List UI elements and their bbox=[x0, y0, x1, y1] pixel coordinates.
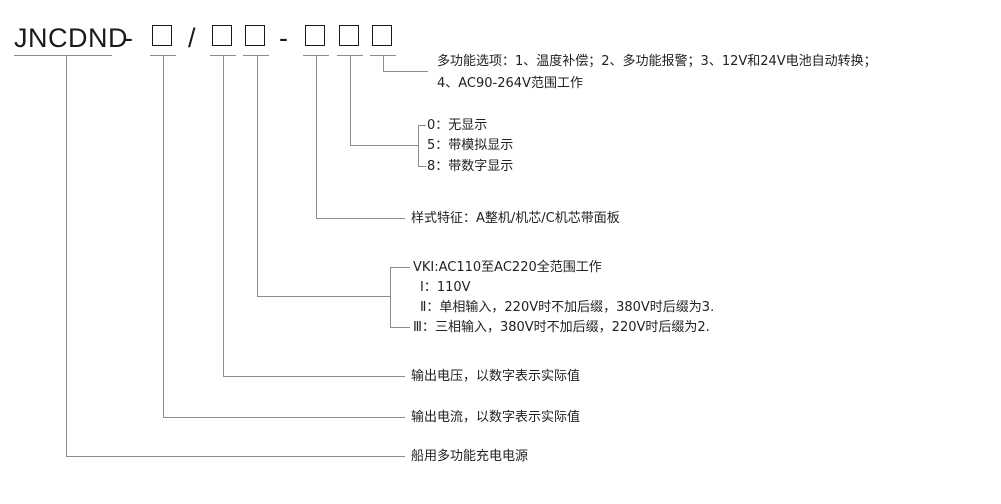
connector-display bbox=[350, 56, 418, 146]
label-vki-range: VKI:AC110至AC220全范围工作 bbox=[413, 260, 602, 275]
label-output-current: 输出电流，以数字表示实际值 bbox=[411, 410, 581, 425]
label-multi-function-range: 4、AC90-264V范围工作 bbox=[437, 76, 583, 91]
connector-prefix bbox=[66, 56, 405, 457]
bracket-phase bbox=[390, 267, 410, 328]
code-box-current bbox=[152, 25, 172, 46]
connector-options bbox=[383, 56, 428, 72]
label-phase-2: Ⅱ：单相输入，220V时不加后缀，380V时后缀为3. bbox=[420, 300, 715, 315]
dash-separator-2: - bbox=[279, 23, 288, 53]
label-product-name: 船用多功能充电电源 bbox=[411, 449, 529, 464]
code-box-display bbox=[339, 25, 359, 46]
label-display-none: 0：无显示 bbox=[427, 118, 488, 133]
label-display-analog: 5：带模拟显示 bbox=[427, 138, 514, 153]
label-phase-1: Ⅰ：110V bbox=[420, 280, 471, 295]
code-box-phase bbox=[245, 25, 265, 46]
label-multi-function-options: 多功能选项：1、温度补偿；2、多功能报警；3、12V和24V电池自动转换； bbox=[437, 54, 877, 69]
label-style-feature: 样式特征：A整机/机芯/C机芯带面板 bbox=[411, 211, 620, 226]
label-phase-3: Ⅲ：三相输入，380V时不加后缀，220V时后缀为2. bbox=[413, 320, 710, 335]
slash-separator: / bbox=[188, 23, 196, 53]
connector-voltage bbox=[223, 56, 405, 377]
code-box-options bbox=[372, 25, 392, 46]
connector-style bbox=[316, 56, 405, 219]
connector-phase bbox=[257, 56, 390, 297]
model-prefix: JNCDND bbox=[14, 23, 128, 53]
dash-separator-1: - bbox=[124, 23, 133, 53]
connector-current bbox=[163, 56, 405, 418]
bracket-display bbox=[418, 125, 426, 167]
label-display-digital: 8：带数字显示 bbox=[427, 159, 514, 174]
label-output-voltage: 输出电压，以数字表示实际值 bbox=[411, 369, 581, 384]
code-box-style bbox=[305, 25, 325, 46]
code-box-voltage bbox=[212, 25, 232, 46]
